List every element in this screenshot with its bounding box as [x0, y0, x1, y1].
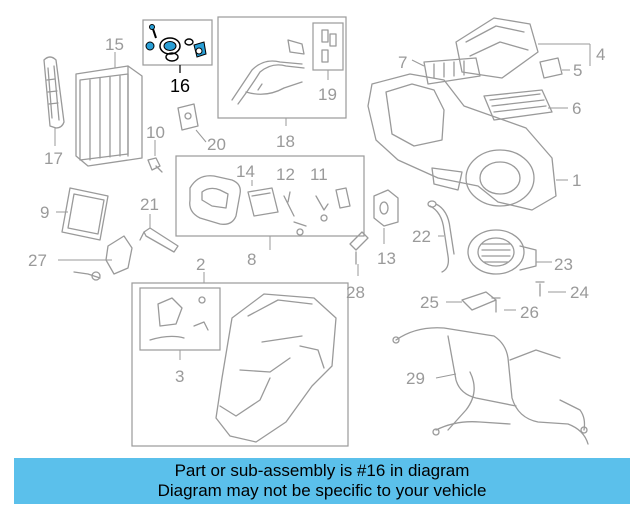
part-12-clips	[283, 191, 307, 236]
parts-diagram: 16 15 17 19 18 20	[28, 16, 605, 447]
callout-9: 9	[40, 203, 49, 222]
callout-7: 7	[398, 53, 407, 72]
callout-22: 22	[412, 227, 431, 246]
banner-line-1: Part or sub-assembly is #16 in diagram	[174, 461, 470, 480]
part-8-box	[175, 155, 365, 237]
callout-11: 11	[310, 165, 328, 184]
callout-27: 27	[28, 251, 47, 270]
part-19-fittings	[321, 29, 337, 63]
callout-29: 29	[406, 369, 425, 388]
callout-1: 1	[572, 171, 581, 190]
callout-25: 25	[420, 293, 439, 312]
part-2-hvac-case	[215, 293, 337, 443]
callout-23: 23	[554, 255, 573, 274]
callout-10: 10	[146, 123, 165, 142]
part-27-bracket	[73, 235, 133, 281]
callout-13: 13	[377, 249, 396, 268]
callout-4: 4	[596, 45, 605, 64]
part-17-seal	[43, 56, 65, 129]
part-16-highlight-box[interactable]	[142, 19, 213, 66]
part-22-hose	[427, 200, 455, 273]
callout-24: 24	[570, 283, 589, 302]
part-16-kit-icon	[145, 24, 207, 62]
callout-15: 15	[105, 35, 124, 54]
callout-16: 16	[170, 76, 190, 96]
part-24-screw	[535, 281, 545, 297]
part-1-hvac-housing	[367, 73, 557, 211]
banner-line-2: Diagram may not be specific to your vehi…	[157, 481, 487, 500]
part-3-linkage	[149, 296, 209, 341]
part-14-module	[247, 187, 279, 217]
callout-3: 3	[175, 367, 184, 386]
part-26-screw	[491, 297, 501, 313]
callout-21: 21	[140, 195, 159, 214]
callout-17: 17	[44, 149, 63, 168]
part-3-box	[139, 287, 221, 351]
part-18-lines	[231, 39, 305, 105]
part-13-actuator	[373, 189, 399, 227]
part-20-bracket	[177, 103, 199, 131]
part-18-box	[217, 16, 347, 119]
callout-2: 2	[196, 255, 205, 274]
part-5-actuator	[539, 57, 563, 79]
callout-28: 28	[346, 283, 365, 302]
part-6-filter	[483, 89, 553, 121]
callout-26: 26	[520, 303, 539, 322]
part-7-grille	[423, 57, 481, 85]
callout-19: 19	[318, 85, 337, 104]
callout-6: 6	[572, 99, 581, 118]
part-29-wiring-harness	[392, 327, 589, 445]
callout-20: 20	[207, 135, 226, 154]
part-25-resistor	[461, 291, 497, 311]
part-21-sensor	[139, 227, 179, 253]
callout-12: 12	[276, 165, 295, 184]
part-9-filter	[61, 187, 109, 241]
part-14-cover	[189, 175, 241, 225]
part-10-sensor	[147, 157, 163, 173]
callout-18: 18	[276, 132, 295, 151]
callout-8: 8	[247, 250, 256, 269]
part-4-distribution	[455, 17, 539, 79]
callout-14: 14	[236, 162, 255, 181]
callout-5: 5	[573, 61, 582, 80]
info-banner: Part or sub-assembly is #16 in diagram D…	[14, 458, 630, 504]
part-2-box	[131, 282, 349, 447]
part-28-sensor	[349, 231, 369, 265]
part-15-evaporator	[75, 65, 143, 167]
part-11-actuator	[315, 187, 351, 222]
part-23-blower-motor	[467, 229, 537, 275]
